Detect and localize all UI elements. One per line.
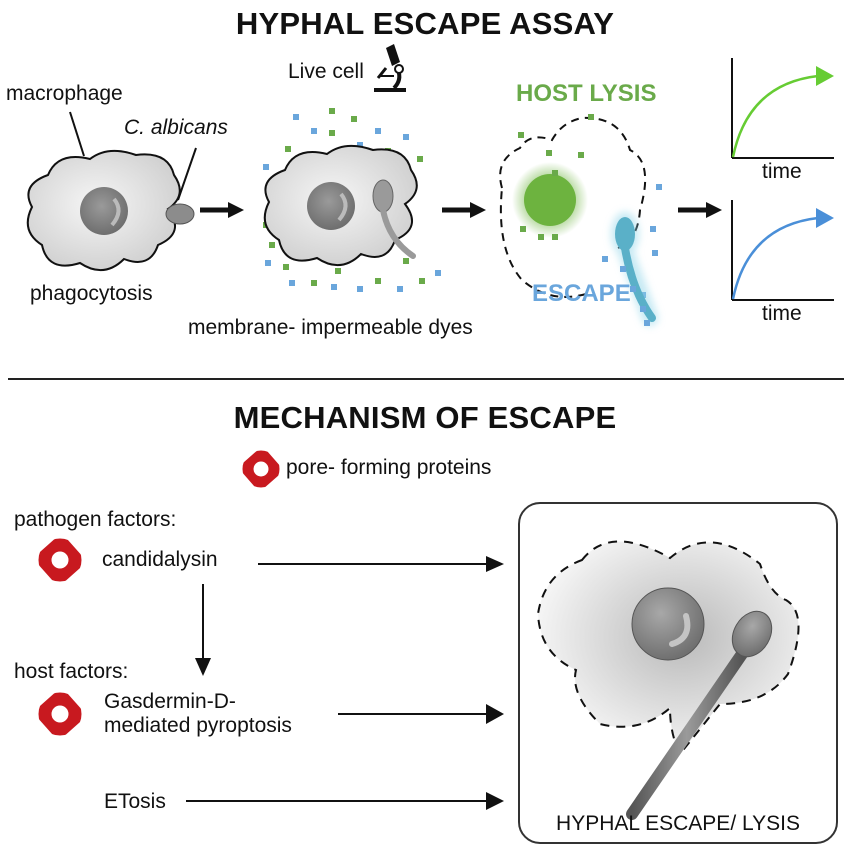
candidalysin-label: candidalysin: [102, 548, 218, 571]
host-lysis-label: HOST LYSIS: [516, 80, 657, 107]
c-albicans-label: C. albicans: [124, 116, 228, 139]
phagocytosis-label: phagocytosis: [30, 282, 153, 305]
escape-curve: [731, 216, 819, 300]
nucleus: [80, 187, 128, 235]
escape-graph: [731, 200, 834, 301]
graph1-xlabel: time: [762, 160, 802, 183]
c-albicans-yeast: [165, 203, 195, 225]
section-divider: [8, 378, 844, 380]
pore-protein-icon: [36, 536, 84, 584]
curve-arrowhead: [816, 208, 834, 228]
mechanism-title: MECHANISM OF ESCAPE: [233, 400, 617, 435]
legend-label: pore- forming proteins: [286, 456, 492, 479]
pathogen-factors-label: pathogen factors:: [14, 508, 177, 531]
pore-protein-icon: [240, 448, 282, 490]
etosis-label: ETosis: [104, 790, 166, 813]
microscope-icon: [374, 44, 406, 92]
escaped-hypha-illustration: [536, 540, 800, 820]
lysed-nucleus: [524, 174, 576, 226]
hypha-tip: [731, 610, 773, 658]
graph2-xlabel: time: [762, 302, 802, 325]
arrow-gasdermin-to-outcome: [338, 704, 504, 724]
gasdermin-label: Gasdermin-D- mediated pyroptosis: [104, 690, 292, 738]
mechanism-arrows: [186, 556, 504, 810]
lysed-membrane-outline: [499, 116, 647, 298]
curve-arrowhead: [816, 66, 834, 86]
gasdermin-line1: Gasdermin-D-: [104, 690, 236, 713]
gasdermin-line2: mediated pyroptosis: [104, 714, 292, 737]
arrow-right-icon: [200, 202, 244, 218]
arrow-etosis-to-outcome: [186, 792, 504, 810]
arrow-candidalysin-to-gasdermin: [195, 584, 211, 676]
assay-title: HYPHAL ESCAPE ASSAY: [235, 6, 615, 41]
pore-protein-icon: [36, 690, 84, 738]
arrow-right-icon: [678, 202, 722, 218]
lysed-cell-escape: [499, 114, 662, 326]
escaping-hypha: [615, 217, 635, 251]
leader-lines: [69, 111, 197, 201]
outcome-panel: [518, 502, 838, 844]
outcome-label: HYPHAL ESCAPE/ LYSIS: [556, 812, 800, 835]
live-cell-label: Live cell: [288, 60, 364, 83]
escape-label: ESCAPE: [532, 280, 631, 307]
arrow-candidalysin-to-outcome: [258, 556, 504, 572]
lysis-curve: [731, 74, 819, 158]
macrophage-cell: [26, 149, 195, 271]
macrophage-with-dyes: [263, 108, 441, 292]
dyes-label: membrane- impermeable dyes: [188, 316, 473, 339]
nucleus: [631, 587, 705, 661]
host-lysis-graph: [731, 58, 834, 159]
host-factors-label: host factors:: [14, 660, 129, 683]
arrow-right-icon: [442, 202, 486, 218]
hypha-filament: [626, 648, 748, 820]
macrophage-label: macrophage: [6, 82, 123, 105]
